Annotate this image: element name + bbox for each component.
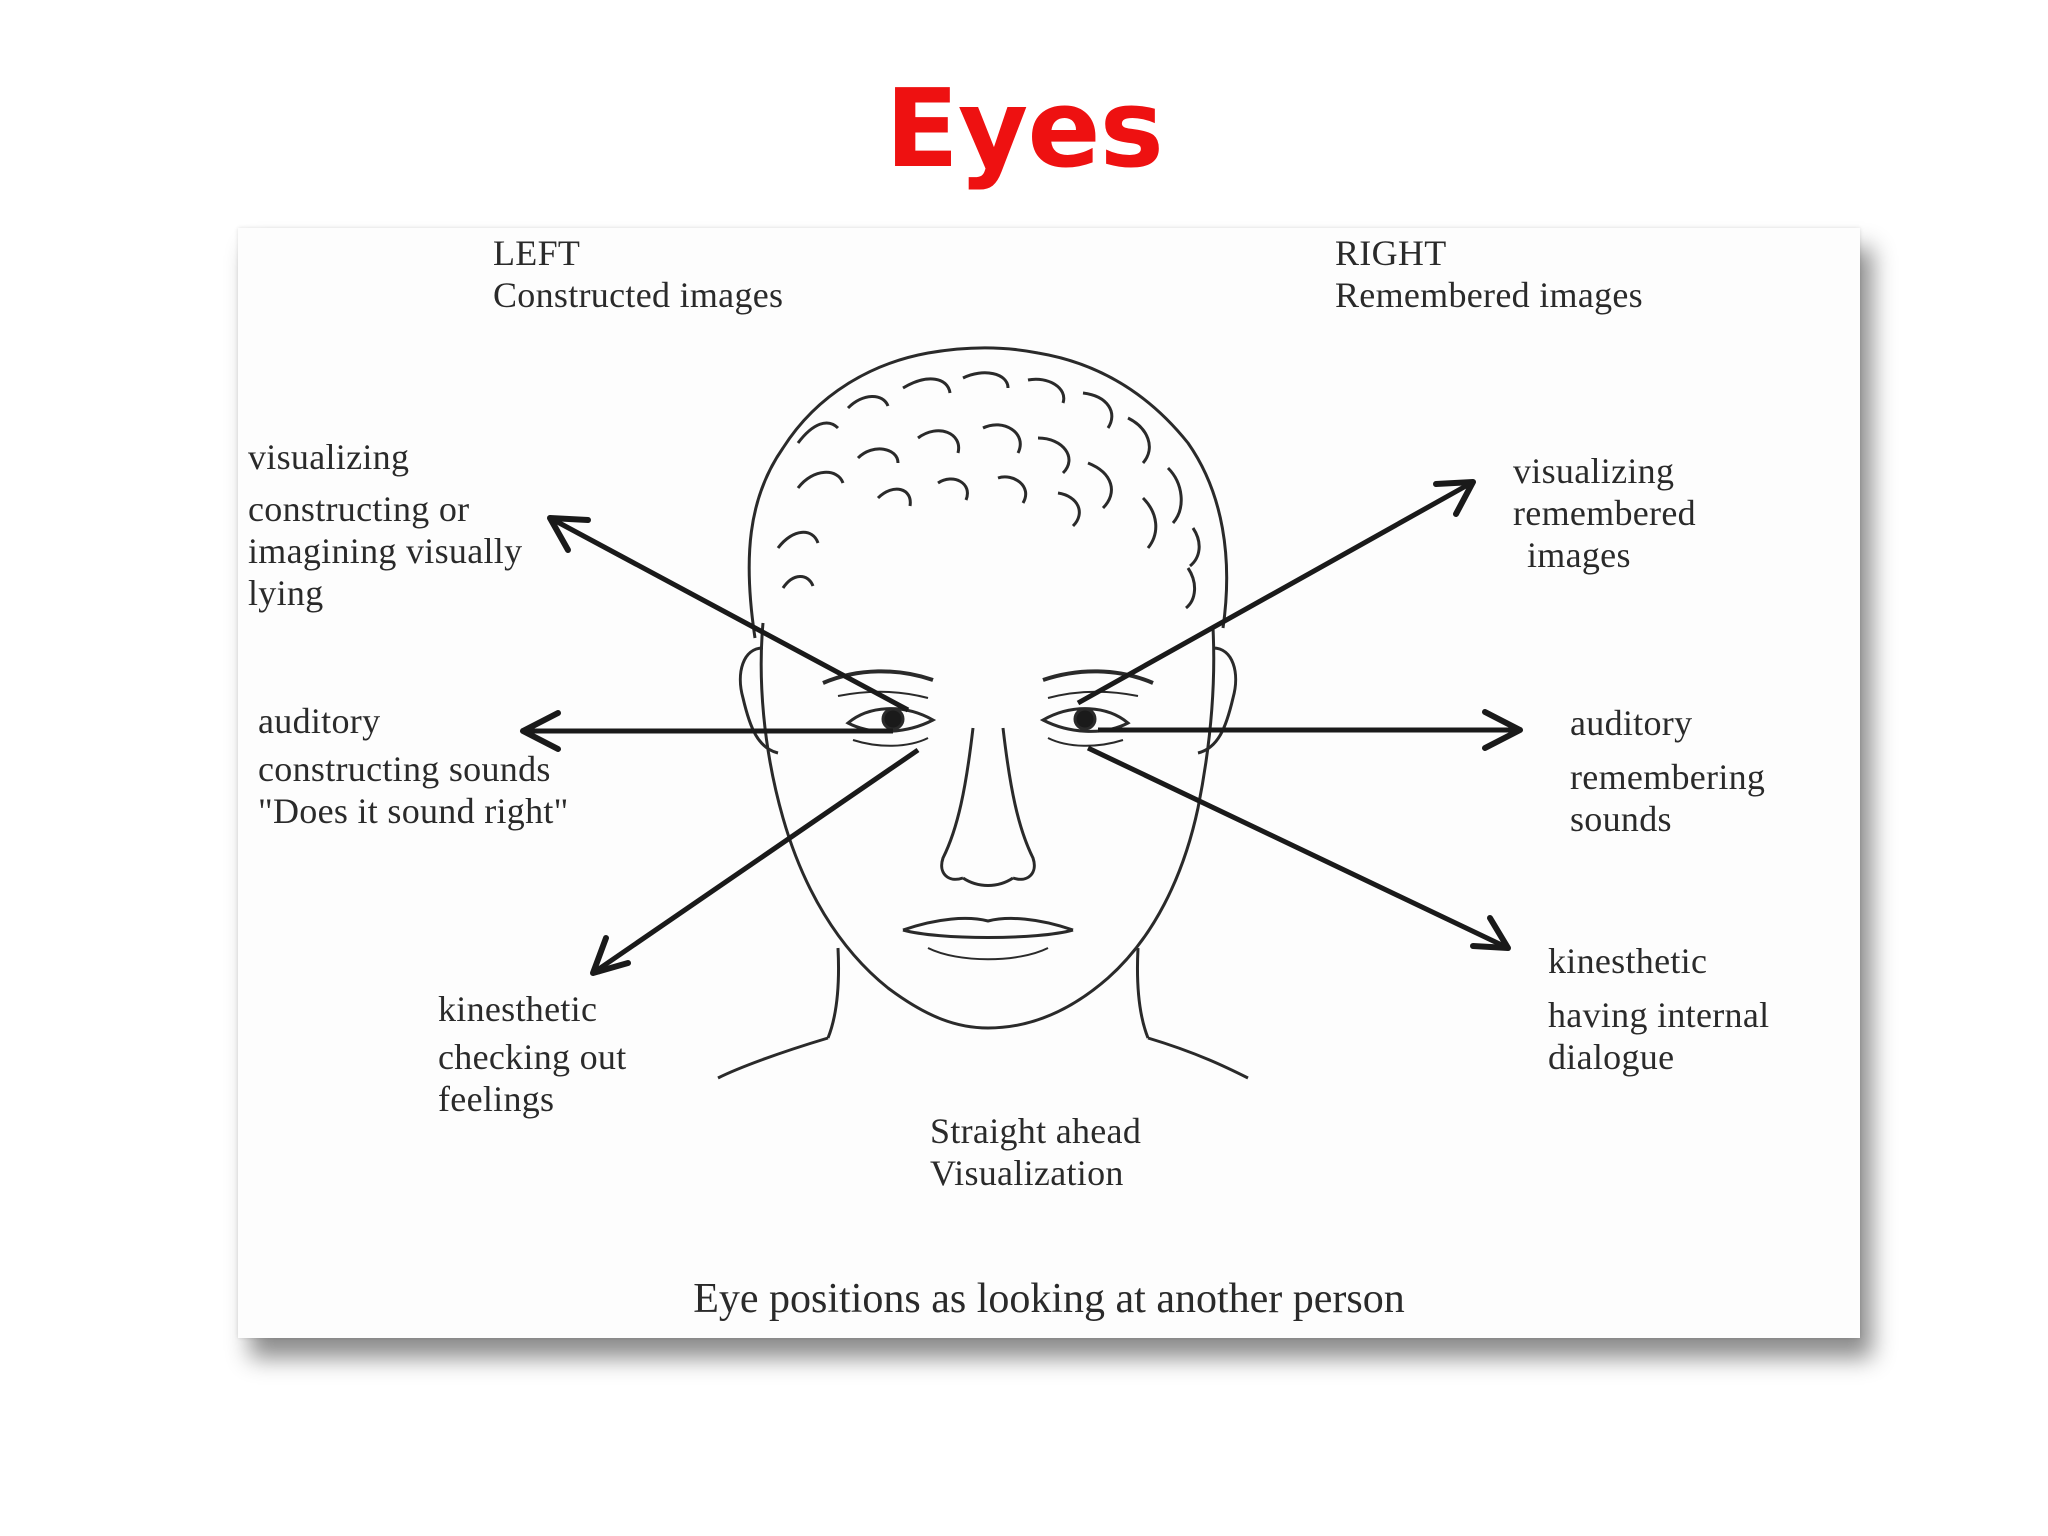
label-left-side-line1: auditory <box>258 701 381 741</box>
header-right: RIGHT Remembered images <box>1335 232 1643 316</box>
label-right-side-line2: remembering <box>1570 757 1766 797</box>
slide-title: Eyes <box>885 67 1164 192</box>
label-left-up-line2: constructing or <box>248 489 470 529</box>
label-right-side-line1: auditory <box>1570 703 1693 743</box>
eye-positions-figure: LEFT Constructed images RIGHT Remembered… <box>238 228 1860 1338</box>
arrow-left-up <box>550 515 910 713</box>
arrow-right-up <box>1076 479 1473 706</box>
label-right-up-line3: images <box>1527 535 1631 575</box>
label-left-up: visualizing constructing or imagining vi… <box>248 436 522 614</box>
header-right-line2: Remembered images <box>1335 275 1643 315</box>
label-left-side-line2: constructing sounds <box>258 749 551 789</box>
label-center: Straight ahead Visualization <box>930 1110 1141 1194</box>
label-right-down-line2: having internal <box>1548 995 1770 1035</box>
label-left-up-line1: visualizing <box>248 437 410 477</box>
eyes <box>845 707 1131 747</box>
figure-caption: Eye positions as looking at another pers… <box>693 1276 1405 1322</box>
label-left-up-line4: lying <box>248 573 324 613</box>
header-left-line2: Constructed images <box>493 275 784 315</box>
label-right-up-line2: remembered <box>1513 493 1696 533</box>
arrow-right-down <box>1086 745 1508 948</box>
label-right-side-line3: sounds <box>1570 799 1672 839</box>
label-left-down-line2: checking out <box>438 1037 627 1077</box>
label-left-down-line1: kinesthetic <box>438 989 598 1029</box>
arrow-heads <box>520 479 1523 976</box>
label-right-down-line1: kinesthetic <box>1548 941 1708 981</box>
hair-outline <box>747 346 1229 639</box>
arrow-left-down <box>593 747 920 976</box>
label-right-up-line1: visualizing <box>1513 451 1675 491</box>
header-left: LEFT Constructed images <box>493 232 783 316</box>
label-left-side: auditory constructing sounds "Does it so… <box>258 700 569 832</box>
label-right-side: auditory remembering sounds <box>1570 702 1765 840</box>
label-left-down: kinesthetic checking out feelings <box>438 988 627 1120</box>
header-right-line1: RIGHT <box>1335 233 1447 273</box>
face-outline <box>717 622 1249 1080</box>
label-left-up-line3: imagining visually <box>248 531 523 571</box>
label-right-down-line3: dialogue <box>1548 1037 1675 1077</box>
direction-arrows <box>523 479 1520 976</box>
face-illustration <box>520 346 1523 1080</box>
label-right-down: kinesthetic having internal dialogue <box>1548 940 1769 1078</box>
label-center-line2: Visualization <box>930 1153 1124 1193</box>
nose <box>940 727 1036 887</box>
label-left-side-line3: "Does it sound right" <box>258 791 569 831</box>
header-left-line1: LEFT <box>493 233 581 273</box>
eyebrows <box>822 669 1154 699</box>
label-center-line1: Straight ahead <box>930 1111 1142 1151</box>
mouth <box>902 916 1074 961</box>
label-right-up: visualizing remembered images <box>1513 450 1696 576</box>
label-left-down-line3: feelings <box>438 1079 555 1119</box>
